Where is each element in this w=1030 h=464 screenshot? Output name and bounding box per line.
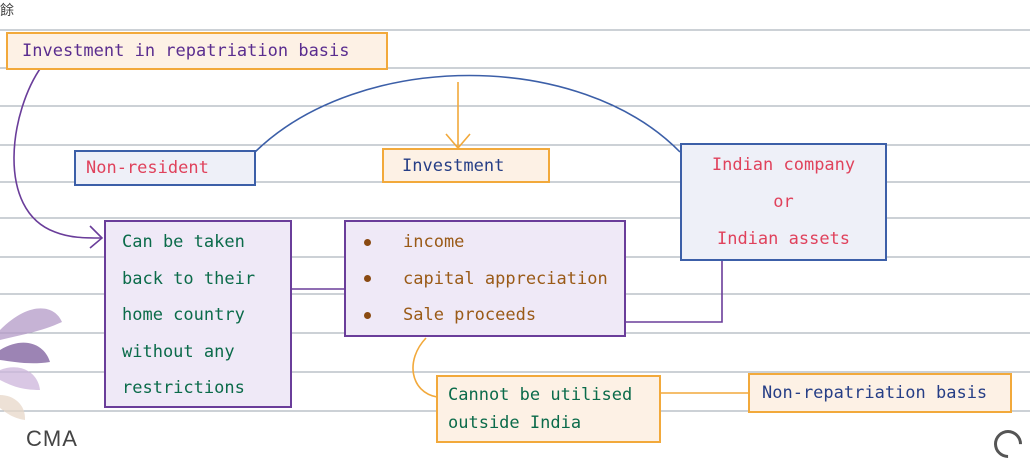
taken-back-line: without any bbox=[122, 341, 235, 362]
indian-company-line2: or bbox=[773, 191, 794, 212]
connector-returns-cannot bbox=[412, 337, 438, 398]
returns-item: capital appreciation bbox=[364, 265, 608, 293]
arrow-to-taken-back bbox=[13, 65, 104, 249]
bullet-icon bbox=[364, 311, 371, 319]
cannot-utilise-line2: outside India bbox=[448, 413, 582, 433]
taken-back-line: home country bbox=[122, 305, 245, 325]
returns-item-label: income bbox=[403, 232, 465, 252]
cannot-utilise-box: Cannot be utilised outside India bbox=[436, 375, 661, 443]
nonresident-box: Non-resident bbox=[74, 150, 256, 186]
taken-back-box: Can be taken back to their home country … bbox=[104, 220, 292, 408]
bullet-icon bbox=[364, 275, 371, 282]
taken-back-line: back to their bbox=[122, 268, 256, 289]
cma-logo: CMA bbox=[26, 426, 78, 451]
returns-box: income capital appreciation Sale proceed… bbox=[344, 220, 626, 337]
leaf-decoration bbox=[0, 308, 62, 420]
connector-indian-returns bbox=[626, 260, 723, 323]
returns-item: Sale proceeds bbox=[364, 301, 536, 329]
seal-stamp: 餘 bbox=[0, 3, 14, 19]
indian-company-line3: Indian assets bbox=[716, 228, 851, 249]
taken-back-line: restrictions bbox=[122, 378, 245, 398]
returns-item: income bbox=[364, 228, 464, 256]
cannot-utilise-line1: Cannot be utilised bbox=[448, 385, 633, 405]
investment-box: Investment bbox=[382, 148, 550, 183]
returns-item-label: Sale proceeds bbox=[403, 305, 537, 325]
title-box: Investment in repatriation basis bbox=[6, 32, 388, 70]
taken-back-line: Can be taken bbox=[122, 232, 245, 252]
nonrepatriation-box: Non-repatriation basis bbox=[748, 373, 1012, 413]
bullet-icon bbox=[364, 238, 371, 246]
indian-company-line1: Indian company bbox=[711, 154, 856, 175]
arrow-to-investment bbox=[445, 82, 471, 150]
returns-item-label: capital appreciation bbox=[403, 268, 608, 289]
indian-company-box: Indian company or Indian assets bbox=[680, 143, 887, 261]
arc-connector bbox=[254, 74, 681, 153]
diagram-canvas bbox=[0, 29, 1030, 420]
